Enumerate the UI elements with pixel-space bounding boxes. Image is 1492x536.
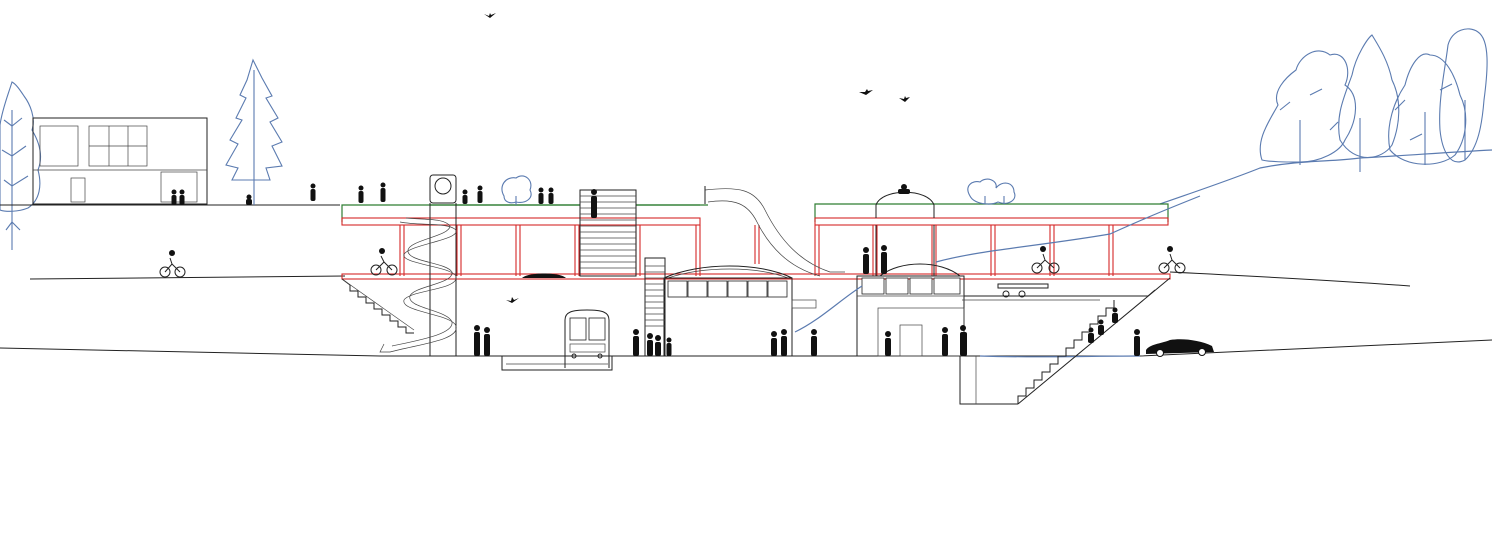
escalator-icon bbox=[644, 257, 666, 357]
roof-planting-left bbox=[341, 204, 700, 222]
upper-ground-left bbox=[29, 275, 346, 280]
columns bbox=[399, 225, 1114, 276]
tree-conifer bbox=[225, 58, 283, 205]
person-icon bbox=[538, 187, 544, 204]
person-icon bbox=[477, 185, 483, 203]
person-icon bbox=[881, 245, 887, 274]
birds bbox=[484, 13, 910, 303]
hill-line bbox=[1159, 149, 1492, 205]
clerestory-windows bbox=[667, 280, 788, 298]
cyclist-icon bbox=[370, 248, 398, 276]
bird-icon bbox=[859, 89, 873, 95]
bird-icon bbox=[899, 96, 910, 102]
cyclists bbox=[159, 246, 1186, 278]
tree-icon bbox=[1439, 28, 1488, 163]
tree-icon bbox=[967, 178, 1016, 205]
tree-icon bbox=[1388, 53, 1467, 165]
person-icon bbox=[1112, 307, 1118, 323]
person-icon bbox=[811, 329, 817, 356]
cyclist-icon bbox=[1031, 246, 1060, 274]
bird-icon bbox=[484, 13, 496, 18]
person-icon bbox=[246, 194, 252, 205]
tree-icon bbox=[1338, 34, 1400, 158]
person-icon bbox=[474, 325, 480, 356]
person-icon bbox=[655, 335, 661, 356]
street-level-left bbox=[0, 347, 500, 357]
person-icon bbox=[898, 184, 910, 194]
hanging-table bbox=[997, 283, 1049, 298]
ramp-line bbox=[935, 195, 1201, 263]
person-icon bbox=[942, 327, 948, 356]
tree-icon bbox=[501, 175, 532, 204]
big-slide bbox=[704, 186, 845, 277]
house-icon bbox=[32, 117, 208, 205]
person-icon bbox=[633, 329, 639, 356]
person-icon bbox=[380, 182, 386, 202]
person-icon bbox=[522, 273, 566, 278]
station-vault bbox=[663, 265, 793, 279]
stair-icon bbox=[341, 278, 414, 334]
spiral-slide bbox=[379, 174, 457, 356]
skylight-dome bbox=[875, 191, 935, 218]
station-hall bbox=[663, 277, 793, 357]
person-icon bbox=[1134, 329, 1140, 356]
person-icon bbox=[1088, 327, 1094, 343]
person-icon bbox=[462, 189, 468, 204]
person-icon bbox=[885, 331, 891, 356]
car-icon bbox=[1146, 339, 1214, 357]
cyclist-icon bbox=[159, 250, 186, 278]
spiral-slide-icon bbox=[429, 174, 457, 204]
cyclist-icon bbox=[1158, 246, 1186, 274]
person-icon bbox=[484, 327, 490, 356]
roof-deck-left bbox=[341, 217, 701, 226]
train-pit bbox=[501, 309, 613, 371]
person-icon bbox=[179, 189, 185, 205]
tree-icon bbox=[1259, 50, 1357, 163]
person-icon bbox=[863, 247, 869, 274]
tree-left bbox=[0, 81, 41, 250]
station-structure bbox=[341, 191, 1201, 358]
tree-icon bbox=[0, 81, 41, 212]
roof-deck-right bbox=[814, 217, 1169, 226]
person-icon bbox=[666, 337, 672, 356]
person-icon bbox=[358, 185, 364, 203]
house bbox=[0, 117, 340, 206]
people bbox=[171, 182, 1140, 356]
bird-icon bbox=[506, 297, 519, 303]
person-icon bbox=[310, 183, 316, 201]
person-icon bbox=[171, 189, 177, 205]
person-icon bbox=[591, 189, 597, 218]
roof-planting-right bbox=[814, 203, 1169, 222]
mid-deck bbox=[341, 273, 1171, 280]
person-icon bbox=[960, 325, 967, 356]
tree-icon bbox=[225, 58, 283, 181]
central-stair bbox=[579, 189, 666, 357]
stair-left bbox=[341, 278, 415, 334]
tree-cluster-right bbox=[1159, 28, 1492, 205]
person-icon bbox=[1098, 319, 1104, 335]
train-icon bbox=[564, 309, 610, 368]
bushes bbox=[501, 175, 1016, 205]
stair-icon bbox=[1017, 300, 1115, 404]
person-icon bbox=[781, 329, 787, 356]
person-icon bbox=[647, 333, 653, 356]
person-icon bbox=[771, 331, 777, 356]
upper-ground-right bbox=[1169, 271, 1411, 287]
person-icon bbox=[548, 187, 554, 204]
